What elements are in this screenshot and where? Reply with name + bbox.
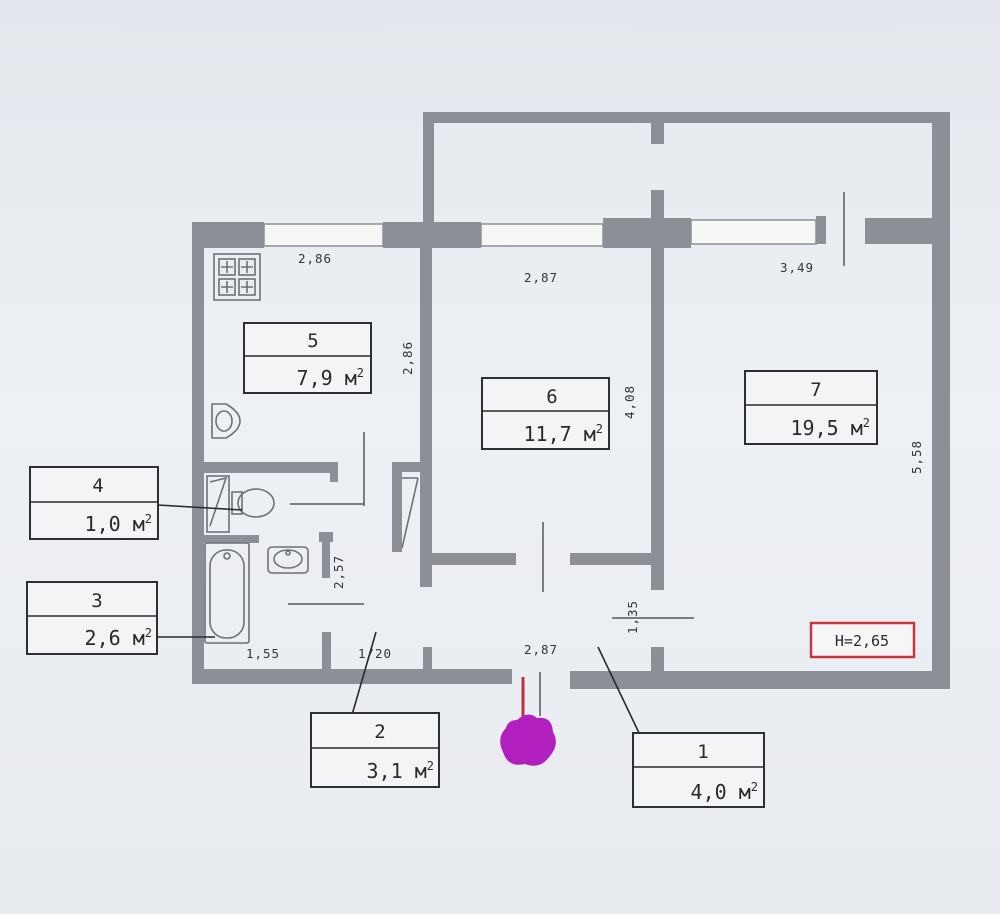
wall-kitchen-stub — [392, 462, 432, 472]
bathtub-icon — [204, 542, 250, 644]
bathroom-sink-icon — [267, 546, 309, 574]
wall-bottom-right — [570, 671, 950, 689]
room-label-4: 4 1,0 м2 — [29, 466, 159, 540]
room-label-1: 1 4,0 м2 — [632, 732, 765, 808]
wall-facade-3 — [603, 218, 691, 248]
room-area: 19,5 м2 — [791, 416, 871, 440]
wall-facade-1 — [192, 222, 264, 248]
leader-room4 — [157, 504, 243, 511]
room-number: 7 — [810, 379, 821, 401]
entrance-marker — [500, 677, 556, 766]
window-frame — [816, 216, 826, 244]
window-kitchen — [263, 223, 384, 247]
room-area: 1,0 м2 — [85, 512, 152, 536]
wall-stub-1 — [322, 632, 331, 672]
dim-room6-depth: 4,08 — [622, 385, 637, 419]
room-label-3: 3 2,6 м2 — [26, 581, 158, 655]
wall-bath-top-stub — [330, 462, 338, 482]
wall-room6-left-lower — [420, 472, 432, 587]
room-number: 2 — [374, 721, 385, 743]
closet-door — [401, 477, 419, 549]
dimension-labels: 2,86 2,86 2,87 4,08 3,49 5,58 1,55 1/20 … — [246, 251, 924, 661]
wall-bath-right — [322, 540, 330, 578]
stove-icon — [213, 253, 261, 301]
window-room7 — [690, 219, 817, 245]
wall-bottom-left — [192, 669, 512, 684]
wall-bath-top — [204, 462, 338, 473]
dim-kitchen-depth: 2,86 — [400, 341, 415, 375]
room-number: 3 — [91, 590, 102, 612]
room-number: 1 — [697, 741, 708, 763]
kitchen-sink-icon — [211, 403, 241, 439]
wall-stub-2 — [423, 647, 432, 672]
dim-kitchen-width: 2,86 — [298, 251, 332, 266]
room-area: 3,1 м2 — [367, 759, 434, 783]
wall-wc-bath — [204, 535, 259, 543]
wall-room6-bottom-left — [420, 553, 516, 565]
wall-stub-3 — [651, 647, 664, 675]
ceiling-height-box: H=2,65 — [809, 621, 916, 659]
room-area: 2,6 м2 — [85, 626, 152, 650]
dim-hall-depth: 1,35 — [625, 600, 640, 634]
room-number: 6 — [546, 386, 557, 408]
room-label-5: 5 7,9 м2 — [243, 322, 372, 394]
toilet-icon — [206, 475, 275, 533]
wall-facade-2 — [383, 222, 481, 248]
dim-corridor-width: 1/20 — [358, 646, 392, 661]
wall-balcony-top — [423, 112, 950, 123]
room-number: 4 — [92, 475, 103, 497]
ceiling-height-label: H=2,65 — [835, 632, 889, 650]
room-label-2: 2 3,1 м2 — [310, 712, 440, 788]
dim-corridor-depth: 2,57 — [331, 555, 346, 589]
room-number: 5 — [307, 330, 318, 352]
wall-balcony-left — [423, 120, 434, 230]
wall-left-outer — [192, 222, 204, 684]
leader-room2 — [351, 631, 377, 716]
dim-room6-width: 2,87 — [524, 270, 558, 285]
wall-room6-room7 — [651, 190, 664, 590]
leader-lines — [157, 504, 641, 736]
wall-right-outer — [932, 112, 950, 689]
room-area: 11,7 м2 — [524, 422, 604, 446]
wall-room6-bottom-right — [570, 553, 660, 565]
dim-hall-width: 2,87 — [524, 642, 558, 657]
wall-bath-sink-stub — [319, 532, 333, 542]
wall-balcony-stub — [651, 118, 664, 144]
wall-closet-left — [392, 462, 402, 552]
wall-facade-4 — [865, 218, 945, 244]
room-area: 4,0 м2 — [691, 780, 758, 804]
dim-room7-width: 3,49 — [780, 260, 814, 275]
room-label-6: 6 11,7 м2 — [481, 377, 610, 450]
window-room6 — [480, 223, 604, 247]
wall-kitchen-room6 — [420, 248, 432, 463]
walls — [192, 112, 950, 716]
room-label-7: 7 19,5 м2 — [744, 370, 878, 445]
leader-room1 — [597, 646, 641, 736]
dim-bath-width: 1,55 — [246, 646, 280, 661]
entrance-marker-blob — [500, 714, 556, 766]
dim-room7-depth: 5,58 — [909, 440, 924, 474]
room-area: 7,9 м2 — [297, 366, 364, 390]
